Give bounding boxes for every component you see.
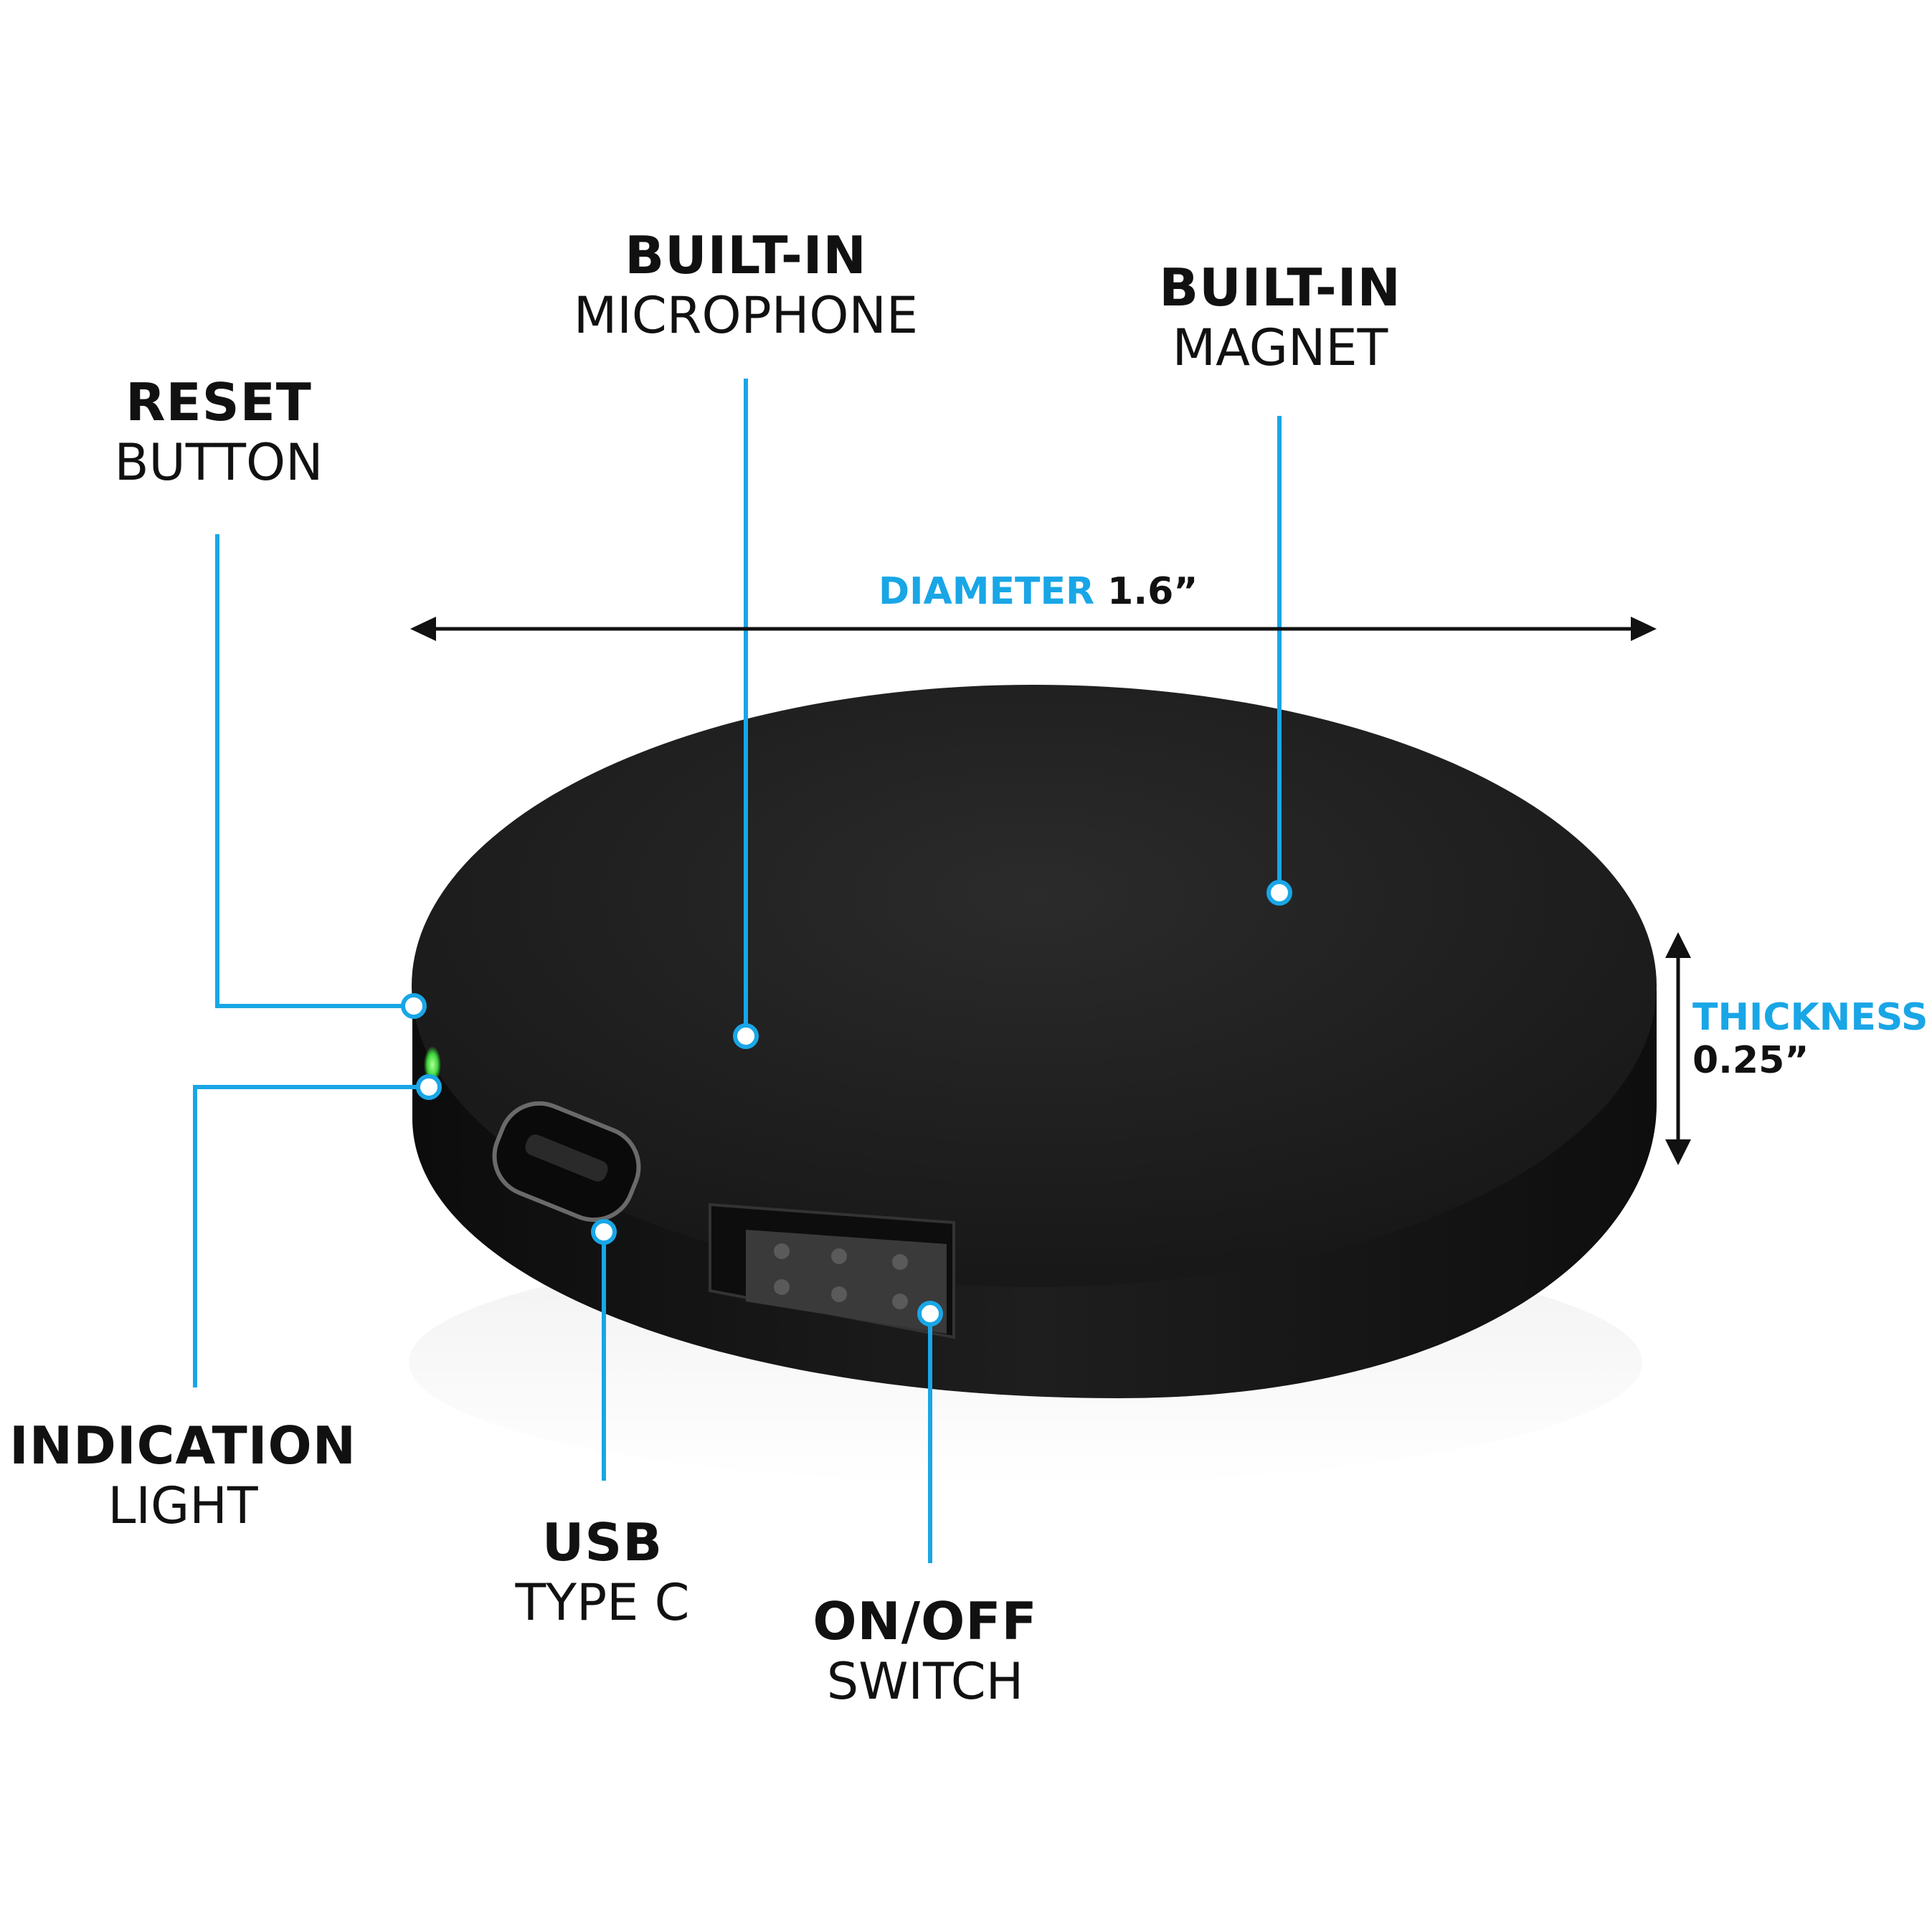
double-arrow-vertical-icon	[1665, 932, 1691, 1165]
usb-dot	[591, 1219, 617, 1245]
reset-label-bold: RESET	[126, 372, 312, 432]
reset-line	[215, 534, 412, 1008]
indication-dot	[416, 1074, 442, 1100]
usb-c-port	[492, 1101, 641, 1223]
indication-label-light: LIGHT	[108, 1476, 258, 1535]
magnet-label-light: MAGNET	[1172, 318, 1388, 377]
microphone-dot	[733, 1023, 759, 1049]
diameter-label: DIAMETER 1.6”	[879, 570, 1198, 613]
callout-lines	[193, 379, 1282, 1563]
reset-label-light: BUTTON	[114, 432, 323, 492]
thickness-label-text: THICKNESS	[1692, 996, 1928, 1039]
switch-label-light: SWITCH	[826, 1651, 1024, 1711]
diameter-label-text: DIAMETER	[879, 570, 1095, 613]
diameter-value: 1.6”	[1107, 570, 1198, 613]
device-top-face	[412, 685, 1657, 1287]
microphone-label-light: MICROPHONE	[573, 285, 919, 345]
switch-label-bold: ON/OFF	[813, 1591, 1038, 1651]
callout-dots	[401, 880, 1292, 1327]
reset-button-label: RESET BUTTON	[75, 373, 362, 493]
switch-dot	[917, 1301, 943, 1327]
on-off-switch	[709, 1202, 955, 1339]
microphone-label: BUILT-IN MICROPHONE	[516, 226, 975, 346]
indication-light-label: INDICATION LIGHT	[7, 1416, 359, 1536]
indicator-led	[424, 1046, 441, 1083]
switch-label: ON/OFF SWITCH	[782, 1592, 1069, 1712]
microphone-label-bold: BUILT-IN	[625, 225, 867, 285]
reset-dot	[401, 993, 427, 1019]
indication-label-bold: INDICATION	[9, 1415, 356, 1476]
indication-line	[193, 1085, 429, 1387]
usb-label-bold: USB	[541, 1512, 663, 1572]
magnet-label: BUILT-IN MAGNET	[1090, 258, 1470, 378]
magnet-dot	[1266, 880, 1292, 906]
double-arrow-horizontal-icon	[410, 617, 1657, 641]
thickness-label: THICKNESS 0.25”	[1692, 996, 1928, 1083]
usb-label-light: TYPE C	[515, 1572, 690, 1632]
thickness-value: 0.25”	[1692, 1038, 1809, 1082]
magnet-label-bold: BUILT-IN	[1159, 257, 1401, 318]
usb-label: USB TYPE C	[473, 1513, 731, 1633]
